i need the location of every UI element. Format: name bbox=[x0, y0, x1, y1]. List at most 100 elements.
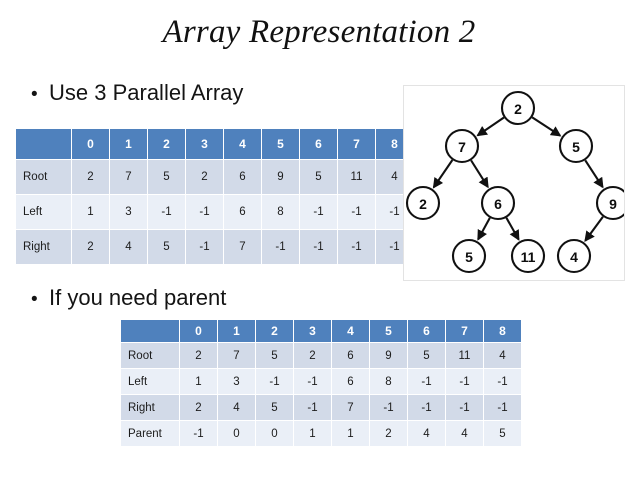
cell-left-0: 1 bbox=[71, 194, 110, 230]
tree-node-circle bbox=[595, 185, 624, 221]
tree-node-circle bbox=[444, 128, 480, 164]
tree-edge bbox=[505, 217, 520, 241]
cell-parent-6: 4 bbox=[407, 420, 446, 447]
tree-edge bbox=[470, 159, 489, 189]
cell-right-3: -1 bbox=[185, 229, 224, 265]
table-row: Right 2 4 5 -1 7 -1 -1 -1 -1 bbox=[15, 229, 414, 265]
cell-parent-8: 5 bbox=[483, 420, 522, 447]
tree-node: 9 bbox=[595, 185, 624, 221]
column-header-2: 2 bbox=[255, 319, 294, 343]
table-row: Root 2 7 5 2 6 9 5 11 4 bbox=[120, 342, 522, 369]
cell-left-7: -1 bbox=[445, 368, 484, 395]
tree-edge bbox=[584, 159, 604, 189]
column-header-8: 8 bbox=[483, 319, 522, 343]
cell-left-2: -1 bbox=[147, 194, 186, 230]
cell-right-1: 4 bbox=[217, 394, 256, 421]
table-row: Right 2 4 5 -1 7 -1 -1 -1 -1 bbox=[120, 394, 522, 421]
table-row: Parent -1 0 0 1 1 2 4 4 5 bbox=[120, 420, 522, 447]
cell-parent-3: 1 bbox=[293, 420, 332, 447]
tree-node-circle bbox=[558, 128, 594, 164]
bullet-item-parallel-array: • Use 3 Parallel Array bbox=[31, 80, 243, 106]
table-body: Root 2 7 5 2 6 9 5 11 4 Left 1 3 -1 -1 6… bbox=[120, 342, 522, 447]
column-header-2: 2 bbox=[147, 128, 186, 160]
cell-left-1: 3 bbox=[109, 194, 148, 230]
column-header-4: 4 bbox=[223, 128, 262, 160]
cell-parent-5: 2 bbox=[369, 420, 408, 447]
cell-left-6: -1 bbox=[407, 368, 446, 395]
tree-node-label: 2 bbox=[419, 196, 427, 212]
cell-right-2: 5 bbox=[147, 229, 186, 265]
tree-node-label: 5 bbox=[465, 249, 473, 265]
row-label-left: Left bbox=[120, 368, 180, 395]
row-label-left: Left bbox=[15, 194, 72, 230]
table-row: Left 1 3 -1 -1 6 8 -1 -1 -1 bbox=[120, 368, 522, 395]
column-header-0: 0 bbox=[179, 319, 218, 343]
tree-node: 2 bbox=[500, 90, 536, 126]
tree-node-label: 9 bbox=[609, 196, 617, 212]
tree-node-label: 4 bbox=[570, 249, 578, 265]
cell-root-2: 5 bbox=[147, 159, 186, 195]
table-header-row: 0 1 2 3 4 5 6 7 8 bbox=[120, 319, 522, 343]
column-header-0: 0 bbox=[71, 128, 110, 160]
row-label-right: Right bbox=[15, 229, 72, 265]
tree-node-label: 5 bbox=[572, 139, 580, 155]
cell-left-5: 8 bbox=[261, 194, 300, 230]
table-header-row: 0 1 2 3 4 5 6 7 8 bbox=[15, 128, 414, 160]
cell-root-5: 9 bbox=[369, 342, 408, 369]
bullet-text: Use 3 Parallel Array bbox=[49, 80, 244, 105]
bullet-item-need-parent: • If you need parent bbox=[31, 285, 226, 311]
column-header-1: 1 bbox=[109, 128, 148, 160]
cell-right-6: -1 bbox=[407, 394, 446, 421]
column-header-4: 4 bbox=[331, 319, 370, 343]
cell-parent-4: 1 bbox=[331, 420, 370, 447]
cell-left-8: -1 bbox=[483, 368, 522, 395]
tree-node-circle bbox=[405, 185, 441, 221]
cell-root-3: 2 bbox=[293, 342, 332, 369]
tree-node: 11 bbox=[510, 238, 546, 274]
table-header: 0 1 2 3 4 5 6 7 8 bbox=[120, 319, 522, 343]
cell-left-5: 8 bbox=[369, 368, 408, 395]
cell-right-0: 2 bbox=[71, 229, 110, 265]
cell-left-4: 6 bbox=[223, 194, 262, 230]
table-row: Root 2 7 5 2 6 9 5 11 4 bbox=[15, 159, 414, 195]
bullet-marker-icon: • bbox=[31, 84, 38, 105]
column-header-6: 6 bbox=[299, 128, 338, 160]
cell-right-2: 5 bbox=[255, 394, 294, 421]
tree-node-label: 2 bbox=[514, 101, 522, 117]
tree-node-circle bbox=[556, 238, 592, 274]
cell-parent-1: 0 bbox=[217, 420, 256, 447]
tree-node: 5 bbox=[451, 238, 487, 274]
column-header-5: 5 bbox=[369, 319, 408, 343]
tree-edge bbox=[531, 116, 562, 137]
cell-root-8: 4 bbox=[483, 342, 522, 369]
tree-node: 5 bbox=[558, 128, 594, 164]
cell-root-0: 2 bbox=[179, 342, 218, 369]
cell-right-4: 7 bbox=[331, 394, 370, 421]
tree-node-circle bbox=[480, 185, 516, 221]
parallel-array-table: 0 1 2 3 4 5 6 7 8 Root 2 7 5 2 6 9 5 11 … bbox=[15, 128, 414, 265]
cell-left-7: -1 bbox=[337, 194, 376, 230]
bullet-text: If you need parent bbox=[49, 285, 227, 310]
tree-node-circle bbox=[500, 90, 536, 126]
cell-right-1: 4 bbox=[109, 229, 148, 265]
cell-right-6: -1 bbox=[299, 229, 338, 265]
cell-root-5: 9 bbox=[261, 159, 300, 195]
tree-edge bbox=[476, 116, 505, 137]
cell-root-2: 5 bbox=[255, 342, 294, 369]
tree-node: 2 bbox=[405, 185, 441, 221]
tree-node-label: 6 bbox=[494, 196, 502, 212]
tree-node: 6 bbox=[480, 185, 516, 221]
column-header-1: 1 bbox=[217, 319, 256, 343]
cell-right-3: -1 bbox=[293, 394, 332, 421]
cell-right-0: 2 bbox=[179, 394, 218, 421]
cell-right-8: -1 bbox=[483, 394, 522, 421]
cell-root-0: 2 bbox=[71, 159, 110, 195]
table-row: Left 1 3 -1 -1 6 8 -1 -1 -1 bbox=[15, 194, 414, 230]
cell-parent-0: -1 bbox=[179, 420, 218, 447]
cell-root-7: 11 bbox=[337, 159, 376, 195]
cell-right-7: -1 bbox=[337, 229, 376, 265]
cell-right-7: -1 bbox=[445, 394, 484, 421]
cell-root-7: 11 bbox=[445, 342, 484, 369]
column-header-3: 3 bbox=[185, 128, 224, 160]
